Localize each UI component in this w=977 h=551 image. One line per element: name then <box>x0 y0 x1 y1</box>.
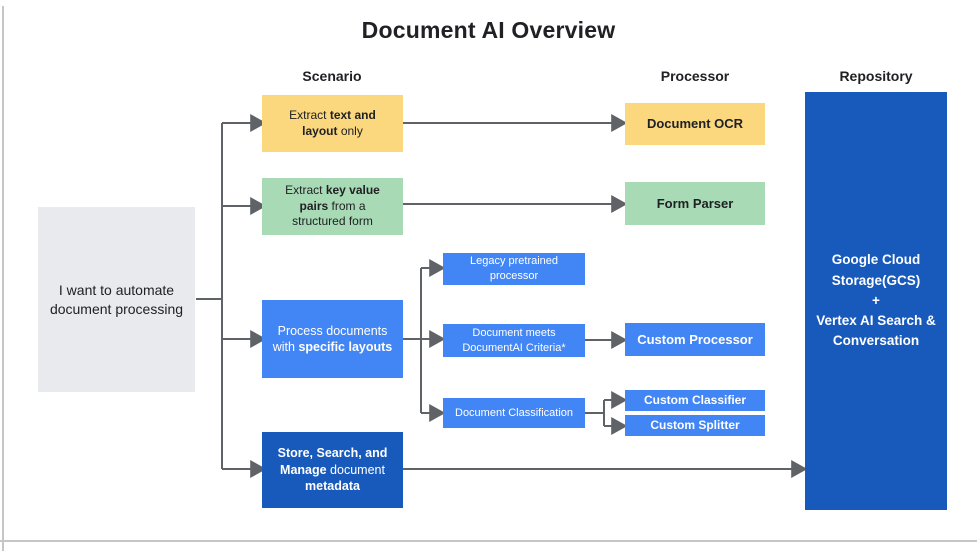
processor-custom-classifier: Custom Classifier <box>625 390 765 411</box>
repository-line-3: Vertex AI Search & Conversation <box>816 313 936 349</box>
scenario-store-label: Store, Search, and Manage document metad… <box>277 446 388 494</box>
scenario-store-search-manage: Store, Search, and Manage document metad… <box>262 432 403 508</box>
scenario-specific-layouts: Process documents with specific layouts <box>262 300 403 378</box>
scenario-extract-text-label: Extract text and layout only <box>289 107 376 138</box>
repository-line-2: + <box>872 292 880 308</box>
decision-documentai-criteria: Document meets DocumentAI Criteria* <box>443 324 585 357</box>
processor-form-label: Form Parser <box>656 195 734 211</box>
processor-custom-splitter: Custom Splitter <box>625 415 765 436</box>
column-header-repository: Repository <box>839 68 913 84</box>
page-border-bottom <box>0 540 977 542</box>
scenario-extract-kv-label: Extract key value pairs from a structure… <box>285 182 380 229</box>
start-box: I want to automate document processing <box>38 207 195 392</box>
processor-custom-label: Custom Processor <box>637 331 753 347</box>
decision-legacy-pretrained: Legacy pretrained processor <box>443 253 585 285</box>
processor-ocr-label: Document OCR <box>646 116 744 132</box>
column-header-scenario: Scenario <box>302 68 362 84</box>
processor-splitter-label: Custom Splitter <box>650 417 740 432</box>
repository-line-1: Google Cloud Storage(GCS) <box>831 252 921 288</box>
decision-legacy-label: Legacy pretrained processor <box>469 255 559 282</box>
column-header-processor: Processor <box>660 68 730 84</box>
scenario-extract-key-value: Extract key value pairs from a structure… <box>262 178 403 235</box>
start-box-label: I want to automate document processing <box>49 282 184 317</box>
scenario-extract-text-layout: Extract text and layout only <box>262 95 403 152</box>
processor-document-ocr: Document OCR <box>625 103 765 145</box>
processor-custom-processor: Custom Processor <box>625 323 765 356</box>
processor-form-parser: Form Parser <box>625 182 765 225</box>
decision-document-classification: Document Classification <box>443 398 585 428</box>
decision-classification-label: Document Classification <box>455 406 573 419</box>
repository-box: Google Cloud Storage(GCS) + Vertex AI Se… <box>805 92 947 510</box>
processor-classifier-label: Custom Classifier <box>643 392 747 407</box>
page-title: Document AI Overview <box>361 17 616 43</box>
page-border-left <box>2 6 4 551</box>
decision-criteria-label: Document meets DocumentAI Criteria* <box>462 326 566 354</box>
scenario-layouts-label: Process documents with specific layouts <box>272 323 393 355</box>
